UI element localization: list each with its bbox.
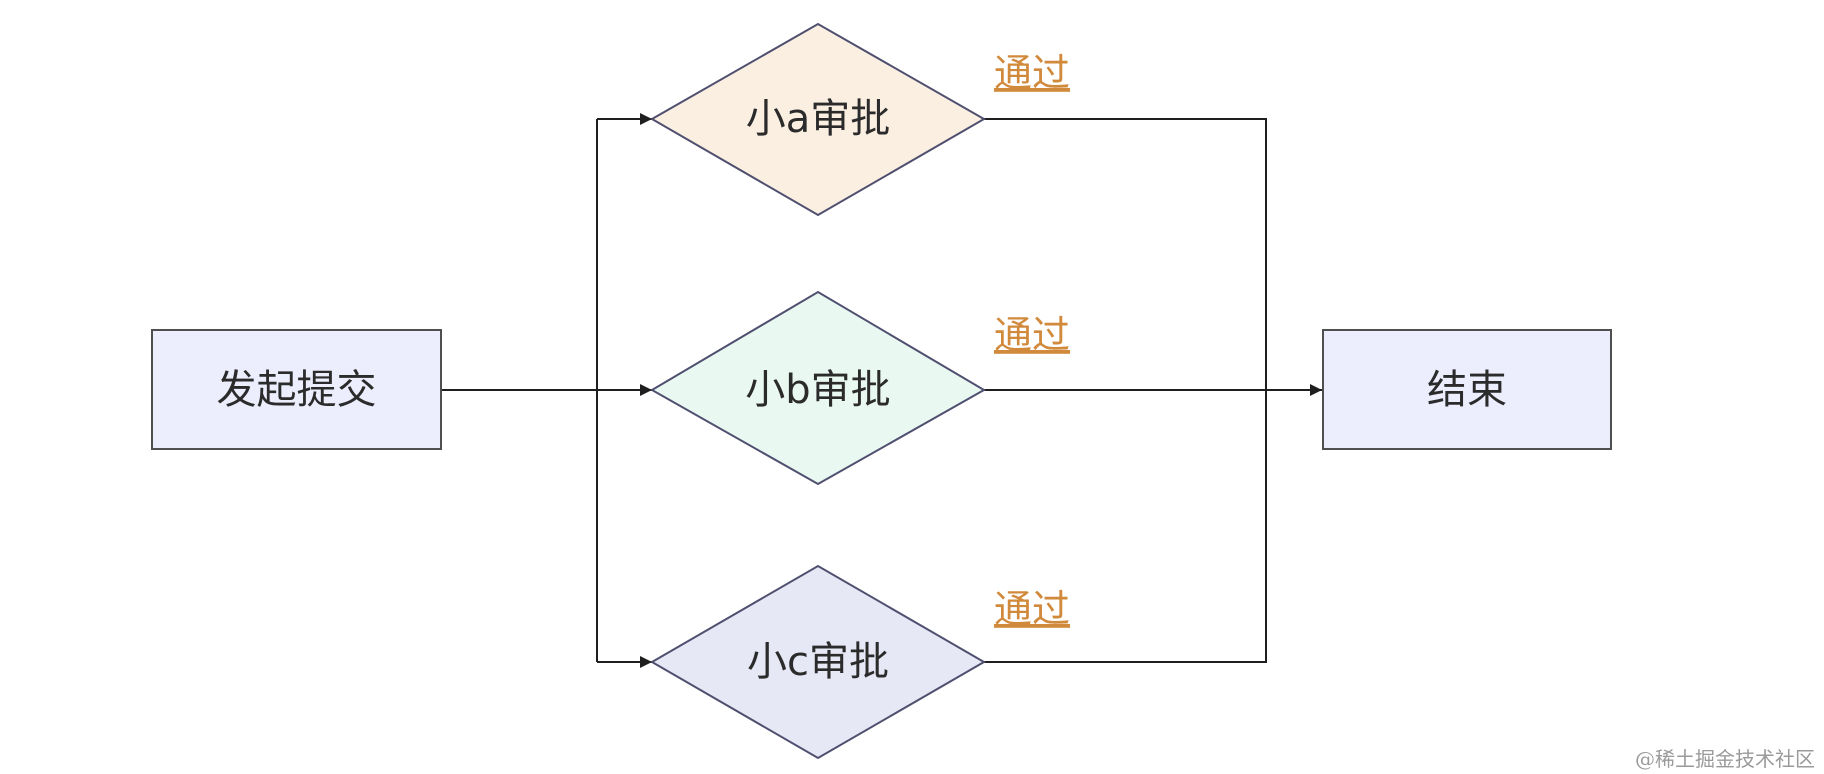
edge-label-approver-b-pass: 通过 [994,313,1070,357]
node-start-label: 发起提交 [217,367,377,413]
node-approver-c-label: 小c审批 [747,639,889,685]
node-approver-b-label: 小b审批 [745,367,890,413]
node-approver-c: 小c审批 [650,564,986,760]
node-start: 发起提交 [151,329,442,450]
node-approver-b-diamond [650,290,986,486]
node-approver-a-diamond [649,22,987,217]
node-end-box [1322,329,1612,450]
node-approver-b: 小b审批 [650,290,986,486]
node-end: 结束 [1322,329,1612,450]
watermark-text: @稀土掘金技术社区 [1635,747,1815,771]
node-approver-a: 小a审批 [649,22,987,217]
edge-label-approver-c-pass: 通过 [994,587,1070,631]
node-approver-c-diamond [650,564,986,760]
node-approver-a-label: 小a审批 [746,96,891,142]
connectors [442,113,1322,668]
edge-approver-a-to-join [984,118,1267,390]
edge-approver-c-to-join [984,390,1267,663]
node-end-label: 结束 [1427,367,1507,413]
edge-label-approver-a-pass: 通过 [994,51,1070,95]
node-start-box [151,329,442,450]
